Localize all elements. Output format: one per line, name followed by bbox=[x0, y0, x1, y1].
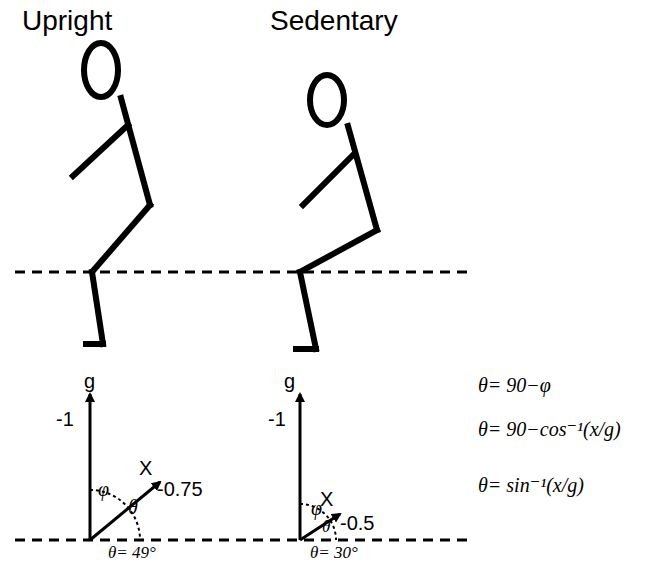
figure-title: Upright bbox=[22, 6, 112, 37]
angle-label: θ bbox=[322, 518, 330, 537]
ground-line bbox=[15, 271, 470, 274]
value-label: -0.75 bbox=[157, 478, 203, 500]
vector-label: X bbox=[139, 457, 152, 479]
angle-label: φ bbox=[98, 478, 109, 500]
vector-label: g bbox=[84, 370, 95, 392]
vector-label: g bbox=[284, 370, 295, 392]
value-label: -1 bbox=[268, 408, 286, 430]
vectors bbox=[90, 394, 340, 540]
angle-label: θ bbox=[128, 496, 138, 518]
angle-arcs bbox=[90, 490, 336, 540]
value-label: -1 bbox=[56, 408, 74, 430]
value-label: -0.5 bbox=[340, 512, 374, 534]
figure-title: Sedentary bbox=[270, 6, 398, 37]
angle-value: θ= 30° bbox=[310, 544, 358, 563]
formula: θ= 90−cos⁻¹(x/g) bbox=[478, 418, 621, 440]
sedentary-figure bbox=[296, 75, 377, 349]
angle-label: φ bbox=[311, 497, 322, 519]
formula: θ= sin⁻¹(x/g) bbox=[478, 474, 584, 496]
upright-figure bbox=[73, 43, 150, 344]
ground-line bbox=[15, 539, 470, 542]
angle-value: θ= 49° bbox=[108, 544, 156, 563]
formula: θ= 90−φ bbox=[478, 374, 551, 396]
